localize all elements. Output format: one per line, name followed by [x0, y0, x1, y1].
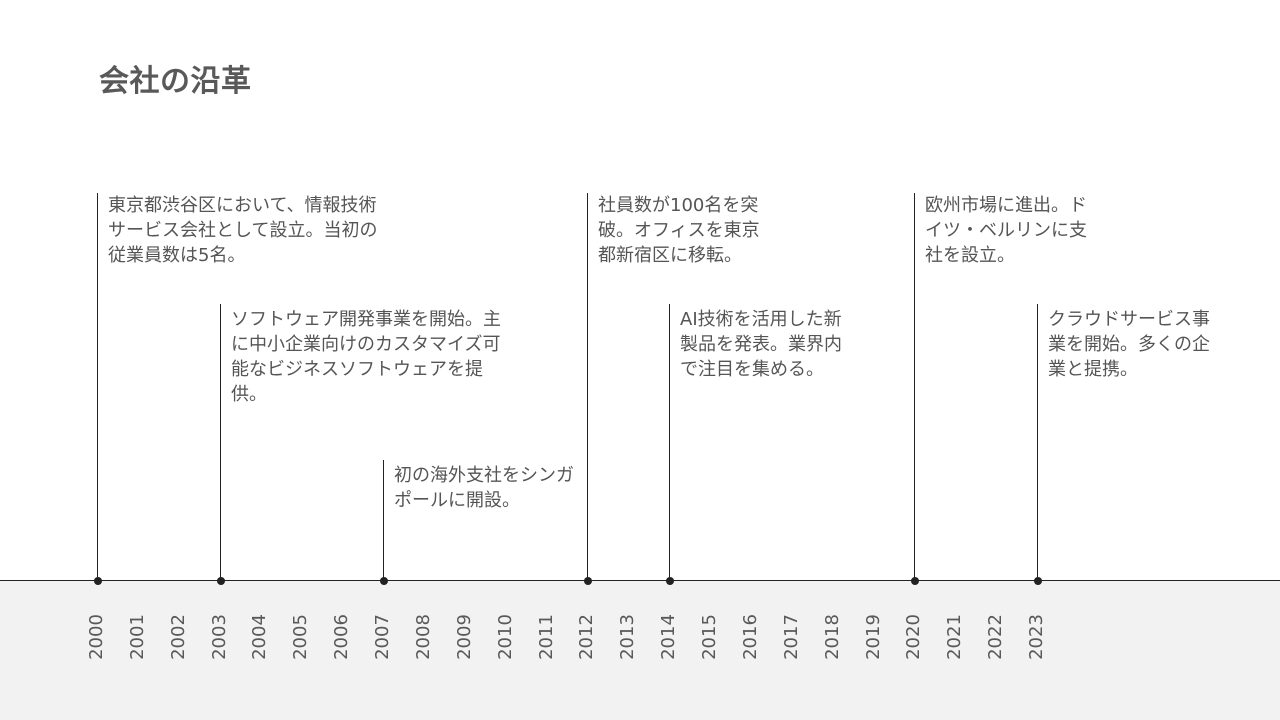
timeline-axis [0, 580, 1280, 581]
event-dot [216, 576, 225, 585]
event-dot [665, 576, 674, 585]
year-label: 2023 [1026, 614, 1047, 660]
year-label: 2003 [209, 614, 230, 660]
year-label: 2000 [86, 614, 107, 660]
year-label: 2016 [740, 614, 761, 660]
year-label: 2010 [495, 614, 516, 660]
event-description: 社員数が100名を突破。オフィスを東京都新宿区に移転。 [598, 195, 760, 266]
year-label: 2014 [658, 614, 679, 660]
year-label: 2019 [863, 614, 884, 660]
event-line [587, 193, 588, 580]
year-label: 2001 [127, 614, 148, 660]
event-line [383, 460, 384, 580]
year-label: 2012 [576, 614, 597, 660]
year-band [0, 580, 1280, 720]
event-line [220, 304, 221, 580]
year-label: 2018 [822, 614, 843, 660]
year-label: 2002 [168, 614, 189, 660]
event-line [669, 304, 670, 580]
year-label: 2007 [372, 614, 393, 660]
year-label: 2022 [985, 614, 1006, 660]
event-dot [910, 576, 919, 585]
year-label: 2004 [249, 614, 270, 660]
event-dot [1033, 576, 1042, 585]
event-description: 初の海外支社をシンガポールに開設。 [394, 465, 574, 511]
year-label: 2005 [290, 614, 311, 660]
event-line [914, 193, 915, 580]
year-label: 2006 [331, 614, 352, 660]
year-label: 2009 [454, 614, 475, 660]
event-line [97, 193, 98, 580]
year-label: 2008 [413, 614, 434, 660]
event-dot [583, 576, 592, 585]
year-label: 2011 [536, 614, 557, 660]
event-description: AI技術を活用した新製品を発表。業界内で注目を集める。 [680, 309, 842, 380]
event-line [1037, 304, 1038, 580]
event-description: ソフトウェア開発事業を開始。主に中小企業向けのカスタマイズ可能なビジネスソフトウ… [231, 309, 501, 405]
event-dot [93, 576, 102, 585]
year-label: 2020 [903, 614, 924, 660]
year-label: 2013 [617, 614, 638, 660]
event-description: 東京都渋谷区において、情報技術サービス会社として設立。当初の従業員数は5名。 [108, 195, 378, 266]
year-label: 2021 [944, 614, 965, 660]
event-description: クラウドサービス事業を開始。多くの企業と提携。 [1048, 309, 1210, 380]
page-title: 会社の沿革 [99, 64, 252, 99]
event-description: 欧州市場に進出。ドイツ・ベルリンに支社を設立。 [925, 195, 1087, 266]
year-label: 2017 [781, 614, 802, 660]
year-label: 2015 [699, 614, 720, 660]
event-dot [379, 576, 388, 585]
